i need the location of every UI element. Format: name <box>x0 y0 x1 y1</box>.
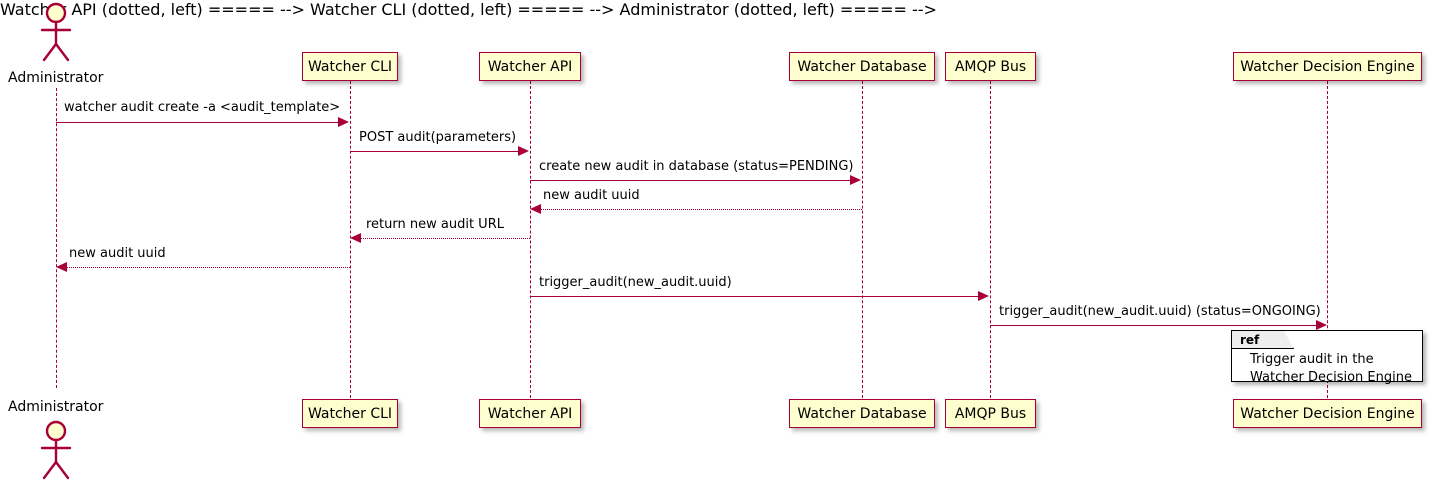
message-label-6: new audit uuid <box>69 246 166 261</box>
message-arrowhead-4 <box>530 204 541 214</box>
actor-administrator-bottom <box>34 420 78 486</box>
message-arrowhead-1 <box>338 117 349 127</box>
participant-watcher-cli-top[interactable]: Watcher CLI <box>302 52 398 81</box>
actor-label-administrator-bottom: Administrator <box>8 399 104 415</box>
ref-fragment-line-2: Watcher Decision Engine <box>1250 369 1412 385</box>
message-arrowhead-5 <box>350 233 361 243</box>
participant-amqp-bus-top[interactable]: AMQP Bus <box>945 52 1036 81</box>
ref-keyword-tab: ref <box>1232 331 1294 349</box>
participant-label: Watcher Database <box>797 58 927 75</box>
message-line-3 <box>530 180 851 181</box>
participant-watcher-decision-engine-bottom[interactable]: Watcher Decision Engine <box>1233 399 1422 428</box>
actor-label-administrator-top: Administrator <box>8 70 104 86</box>
message-line-1 <box>56 122 339 123</box>
message-label-5: return new audit URL <box>366 217 504 232</box>
lifeline-watcher-api <box>530 81 531 398</box>
participant-watcher-cli-bottom[interactable]: Watcher CLI <box>302 399 398 428</box>
message-label-1: watcher audit create -a <audit_template> <box>64 100 341 115</box>
message-arrowhead-2 <box>518 146 529 156</box>
participant-label: AMQP Bus <box>954 405 1027 422</box>
actor-administrator-top <box>34 2 78 68</box>
participant-label: Watcher Database <box>797 405 927 422</box>
participant-label: Watcher CLI <box>307 405 393 422</box>
participant-label: AMQP Bus <box>954 58 1027 75</box>
ref-fragment-line-1: Trigger audit in the <box>1250 352 1374 367</box>
participant-amqp-bus-bottom[interactable]: AMQP Bus <box>945 399 1036 428</box>
message-label-2: POST audit(parameters) <box>359 130 517 145</box>
participant-watcher-api-bottom[interactable]: Watcher API <box>479 399 581 428</box>
participant-label: Watcher Decision Engine <box>1240 58 1415 75</box>
lifeline-watcher-database <box>862 81 863 398</box>
lifeline-administrator <box>56 88 57 388</box>
participant-label: Watcher API <box>487 58 573 75</box>
ref-fragment: ref Trigger audit in the Watcher Decisio… <box>1231 330 1423 385</box>
message-arrowhead-3 <box>850 175 861 185</box>
message-label-7: trigger_audit(new_audit.uuid) <box>539 275 732 290</box>
message-label-4: new audit uuid <box>543 188 640 203</box>
message-arrowhead-7 <box>978 291 989 301</box>
message-line-5 <box>361 238 530 239</box>
ref-fragment-body: Trigger audit in the Watcher Decision En… <box>1232 351 1422 386</box>
participant-label: Watcher Decision Engine <box>1240 405 1415 422</box>
message-label-8: trigger_audit(new_audit.uuid) (status=ON… <box>999 304 1321 319</box>
participant-watcher-api-top[interactable]: Watcher API <box>479 52 581 81</box>
ref-keyword-label: ref <box>1240 332 1260 347</box>
message-arrowhead-6 <box>56 262 67 272</box>
message-label-3: create new audit in database (status=PEN… <box>539 159 854 174</box>
participant-watcher-decision-engine-top[interactable]: Watcher Decision Engine <box>1233 52 1422 81</box>
participant-label: Watcher CLI <box>307 58 393 75</box>
message-line-7 <box>530 296 979 297</box>
participant-watcher-database-top[interactable]: Watcher Database <box>789 52 935 81</box>
lifeline-watcher-decision-engine <box>1327 81 1328 398</box>
message-line-8 <box>990 325 1317 326</box>
message-line-6 <box>67 267 350 268</box>
lifeline-amqp-bus <box>990 81 991 398</box>
message-line-4 <box>541 209 862 210</box>
participant-watcher-database-bottom[interactable]: Watcher Database <box>789 399 935 428</box>
participant-label: Watcher API <box>487 405 573 422</box>
message-arrowhead-8 <box>1316 320 1327 330</box>
message-line-2 <box>350 151 519 152</box>
